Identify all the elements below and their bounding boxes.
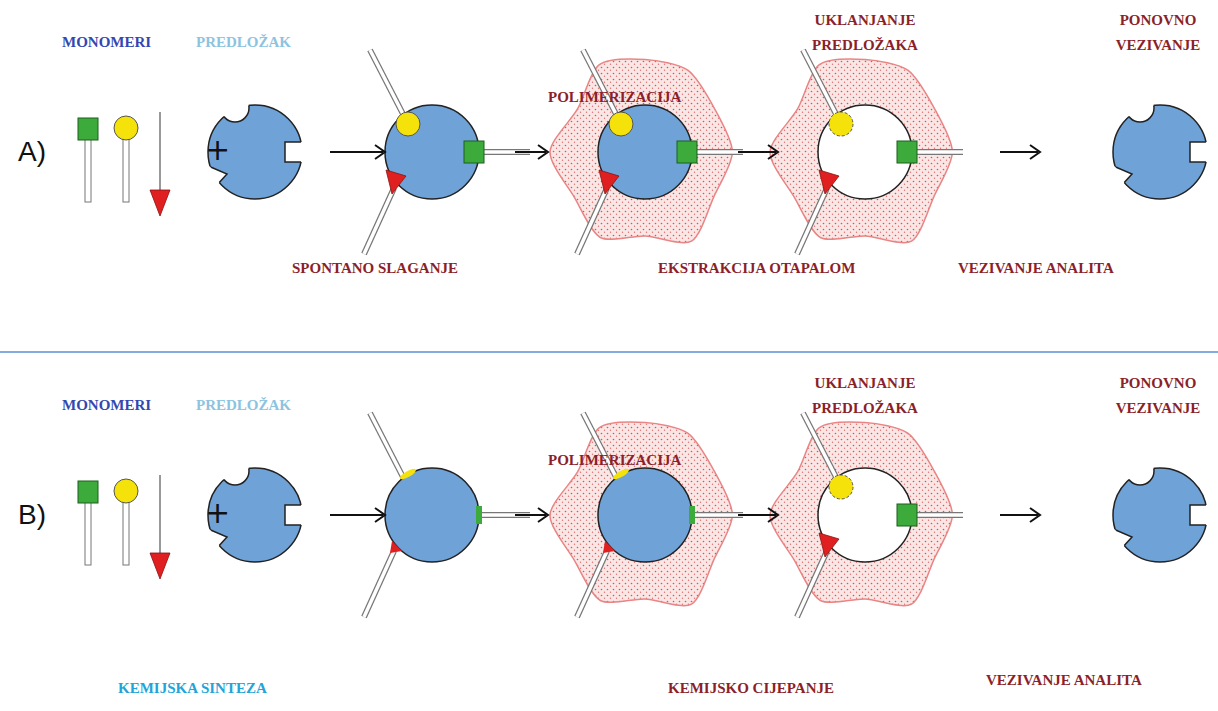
plus-sign: +	[205, 497, 230, 529]
stage-label: VEZIVANJE ANALITA	[986, 668, 1142, 693]
stage-label: PREDLOŽAK	[196, 30, 291, 55]
imprint-stage	[364, 50, 530, 254]
plus-sign: +	[205, 134, 230, 166]
stage-label: UKLANJANJE PREDLOŽAKA	[800, 8, 930, 58]
monomer-set	[78, 475, 170, 579]
row-letter: B)	[18, 499, 46, 531]
stage-label: KEMIJSKO CIJEPANJE	[668, 676, 834, 701]
stage-label: PREDLOŽAK	[196, 393, 291, 418]
template-molecule	[199, 457, 315, 562]
step-arrow	[738, 508, 778, 522]
stage-label: VEZIVANJE ANALITA	[958, 256, 1114, 281]
template-molecule	[1104, 94, 1218, 199]
stage-label: POLIMERIZACIJA	[548, 448, 681, 473]
row-separator	[0, 351, 1218, 353]
imprint-stage	[550, 413, 743, 617]
stage-label: POLIMERIZACIJA	[548, 85, 681, 110]
stage-label: KEMIJSKA SINTEZA	[118, 676, 267, 701]
stage-label: EKSTRAKCIJA OTAPALOM	[658, 256, 855, 281]
monomer-set	[78, 112, 170, 216]
step-arrow	[330, 508, 385, 522]
step-arrow	[1000, 145, 1040, 159]
step-arrow	[515, 145, 548, 159]
stage-label: MONOMERI	[62, 393, 151, 418]
template-molecule	[1104, 457, 1218, 562]
stage-label: PONOVNO VEZIVANJE	[1103, 8, 1213, 58]
stage-label: PONOVNO VEZIVANJE	[1103, 371, 1213, 421]
step-arrow	[738, 145, 778, 159]
step-arrow	[1000, 508, 1040, 522]
imprint-stage	[550, 50, 743, 254]
step-arrow	[515, 508, 548, 522]
imprint-stage	[770, 50, 963, 254]
template-molecule	[199, 94, 315, 199]
stage-label: MONOMERI	[62, 30, 151, 55]
step-arrow	[330, 145, 385, 159]
stage-label: SPONTANO SLAGANJE	[292, 256, 458, 281]
stage-label: UKLANJANJE PREDLOŽAKA	[800, 371, 930, 421]
imprint-stage	[364, 413, 530, 617]
row-letter: A)	[18, 136, 46, 168]
imprint-stage	[770, 413, 963, 617]
